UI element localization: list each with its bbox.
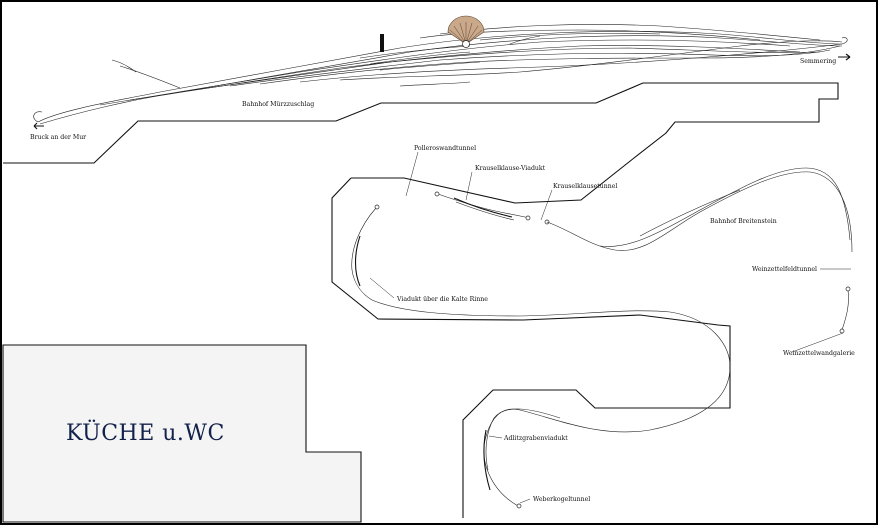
mainline-lower-loop-track [371,299,731,507]
weinzettelwand-gallery-track [841,289,849,331]
label-leader-line [488,435,503,439]
label-adlitzgrabenviadukt: Adlitzgrabenviadukt [503,435,568,442]
label-weberkogeltunnel: Weberkogeltunnel [533,496,590,503]
label-viadukt-kalte-rinne: Viadukt über die Kalte Rinne [396,296,488,303]
kalte-rinne-viaduct-bridge [354,235,361,287]
lower-board-outline [331,177,731,518]
semmering-end-track [841,37,848,45]
label-krauselklause-viadukt: Krauselklause-Viadukt [475,165,546,172]
engine-shed-icon [380,34,384,52]
label-semmering: Semmering [800,58,836,65]
adlitzgraben-siding-track [485,408,561,471]
label-leader-line [519,498,531,504]
kitchen-room-label: KÜCHE u.WC [66,419,225,446]
tunnel-portal-icon [374,204,380,210]
label-leader-line [540,189,553,221]
bruck-exit-arrow-icon [33,122,44,130]
krauselklause-viaduct-bridge [453,197,513,218]
tunnel-portal-icon [434,191,440,197]
label-krauselklausetunnel: Krauselklausetunnel [553,183,617,190]
tunnel-portal-icon [516,503,522,509]
upper-board-outline [3,82,839,204]
tunnel-portal-icon [845,286,851,292]
label-weinzettelwandgalerie: Weinzettelwandgalerie [783,350,855,357]
bruck-end-track [33,111,43,123]
breitenstein-siding-track [639,189,741,237]
semmering-exit-arrow-icon [838,53,851,61]
adlitzgraben-viaduct-bridge [483,429,491,491]
label-bahnhof-murzzuschlag: Bahnhof Mürzzuschlag [242,101,314,108]
label-weinzettelfeldtunnel: Weinzettelfeldtunnel [752,266,817,273]
label-leader-line [791,332,844,353]
mainline-breitenstein-track [546,171,853,253]
krauselklause-viaduct-bridge-rail [455,201,515,221]
kitchen-room-area [2,344,362,523]
label-polleroswandtunnel: Polleroswandtunnel [414,145,476,152]
breitenstein-siding-track [599,167,851,247]
label-bahnhof-breitenstein: Bahnhof Breitenstein [710,218,777,225]
mainline-krauselklause-track [434,192,531,219]
kalte-rinne-track [351,207,377,301]
label-bruck-an-der-mur: Bruck an der Mur [30,134,86,141]
tunnel-portal-icon [839,328,845,334]
label-leader-line [369,277,395,299]
label-leader-line [405,151,419,197]
murzzuschlag-yard-tracks [37,24,843,125]
label-leader-line [465,171,473,201]
roundhouse-icon [447,15,485,48]
tunnel-portal-icon [525,215,531,221]
